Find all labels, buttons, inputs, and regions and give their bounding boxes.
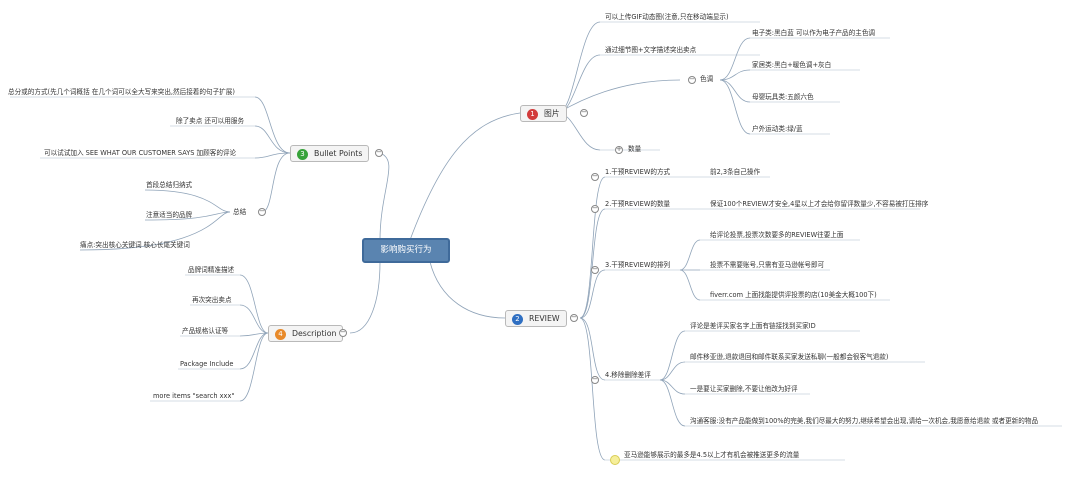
central-topic[interactable]: 影响购买行为 [362,238,450,263]
node-desc-2[interactable]: 再次突出卖点 [192,296,232,304]
node-desc-3[interactable]: 产品规格认证等 [182,327,229,335]
collapse-toggle-review[interactable]: − [570,313,578,322]
node-review-3c[interactable]: fiverr.com 上面找能提供评投票的店(10美金大概100下) [710,291,877,299]
collapse-toggle-r4[interactable]: − [591,375,599,384]
badge-1: 1 [527,108,538,120]
node-color-1[interactable]: 电子类:黑白蓝 可以作为电子产品的主色调 [752,29,876,37]
node-summary-3[interactable]: 痛点:突出核心关键词 核心长尾关键词 [80,241,190,249]
node-desc-5[interactable]: more items "search xxx" [153,392,235,400]
node-review-4a[interactable]: 评论是差评买家名字上面有链接找到买家ID [690,322,816,330]
node-review-1a[interactable]: 前2,3条自己操作 [710,168,761,176]
node-color-4[interactable]: 户外运动类:绿/蓝 [752,125,803,133]
node-color[interactable]: 色调 [700,75,714,83]
node-review-4[interactable]: 4.移除删除差评 [605,371,651,379]
node-review-4b[interactable]: 邮件移亚逊,退款退回和邮件联系买家发送私聊(一般都会很客气退款) [690,353,889,361]
collapse-toggle-r3[interactable]: − [591,265,599,274]
collapse-toggle-r1[interactable]: − [591,172,599,181]
topic-description[interactable]: 4 Description [268,325,344,342]
badge-3: 3 [297,148,308,160]
node-quantity[interactable]: 数量 [628,145,642,153]
badge-2: 2 [512,313,523,325]
node-bullet-3[interactable]: 可以试试加入 SEE WHAT OUR CUSTOMER SAYS 加顾客的评论 [44,149,237,157]
node-bullet-1[interactable]: 总分或的方式(先几个词概括 在几个词可以全大写来突出,然后接着的句子扩展) [8,88,235,96]
node-summary-1[interactable]: 首段总结归纳式 [146,181,193,189]
node-summary[interactable]: 总结 [233,208,247,216]
collapse-toggle-r2[interactable]: − [591,204,599,213]
topic-bullet-points[interactable]: 3 Bullet Points [290,145,370,162]
topic-pictures[interactable]: 1 图片 [520,105,567,122]
topic-label: Bullet Points [314,149,363,158]
expand-toggle-quantity[interactable]: + [615,145,623,154]
node-summary-2[interactable]: 注意适当的品牌 [146,211,193,219]
node-review-2a[interactable]: 保证100个REVIEW才安全,4星以上才会给你留评数量少,不容易被打压排序 [710,200,929,208]
collapse-toggle-description[interactable]: − [339,328,347,337]
collapse-toggle-color[interactable]: − [688,75,696,84]
node-review-2[interactable]: 2.干预REVIEW的数量 [605,200,671,208]
node-review-4d[interactable]: 沟通客服:没有产品能做到100%的完美,我们尽最大的努力,继续希望会出现,请给一… [690,417,1039,425]
node-review-note[interactable]: 亚马逊能够展示的最多是4.5以上才有机会被推送更多的流量 [624,451,800,459]
node-detail[interactable]: 通过细节图+文字描述突出卖点 [605,46,697,54]
node-review-3[interactable]: 3.干预REVIEW的排列 [605,261,671,269]
badge-4: 4 [275,328,286,340]
node-review-4c[interactable]: 一是要让买家删除,不要让他改为好评 [690,385,798,393]
topic-label: REVIEW [529,314,560,323]
node-color-3[interactable]: 母婴玩具类:五颜六色 [752,93,814,101]
node-review-3b[interactable]: 投票不需要账号,只需有亚马逊帐号即可 [710,261,825,269]
node-bullet-2[interactable]: 除了卖点 还可以用服务 [176,117,245,125]
lightbulb-icon [610,455,620,465]
node-desc-4[interactable]: Package Include [180,360,234,368]
topic-label: Description [292,329,337,338]
node-gif[interactable]: 可以上传GIF动态图(注意,只在移动端显示) [605,13,729,21]
topic-review[interactable]: 2 REVIEW [505,310,567,327]
node-review-1[interactable]: 1.干预REVIEW的方式 [605,168,671,176]
node-desc-1[interactable]: 品牌词精准描述 [188,266,235,274]
collapse-toggle-bullets[interactable]: − [375,148,383,157]
collapse-toggle-summary[interactable]: − [258,207,266,216]
node-color-2[interactable]: 家居类:黑白+暖色调+灰白 [752,61,832,69]
collapse-toggle-pictures[interactable]: − [580,108,588,117]
topic-label: 图片 [544,109,560,118]
node-review-3a[interactable]: 给评论投票,投票次数要多的REVIEW往要上面 [710,231,844,239]
